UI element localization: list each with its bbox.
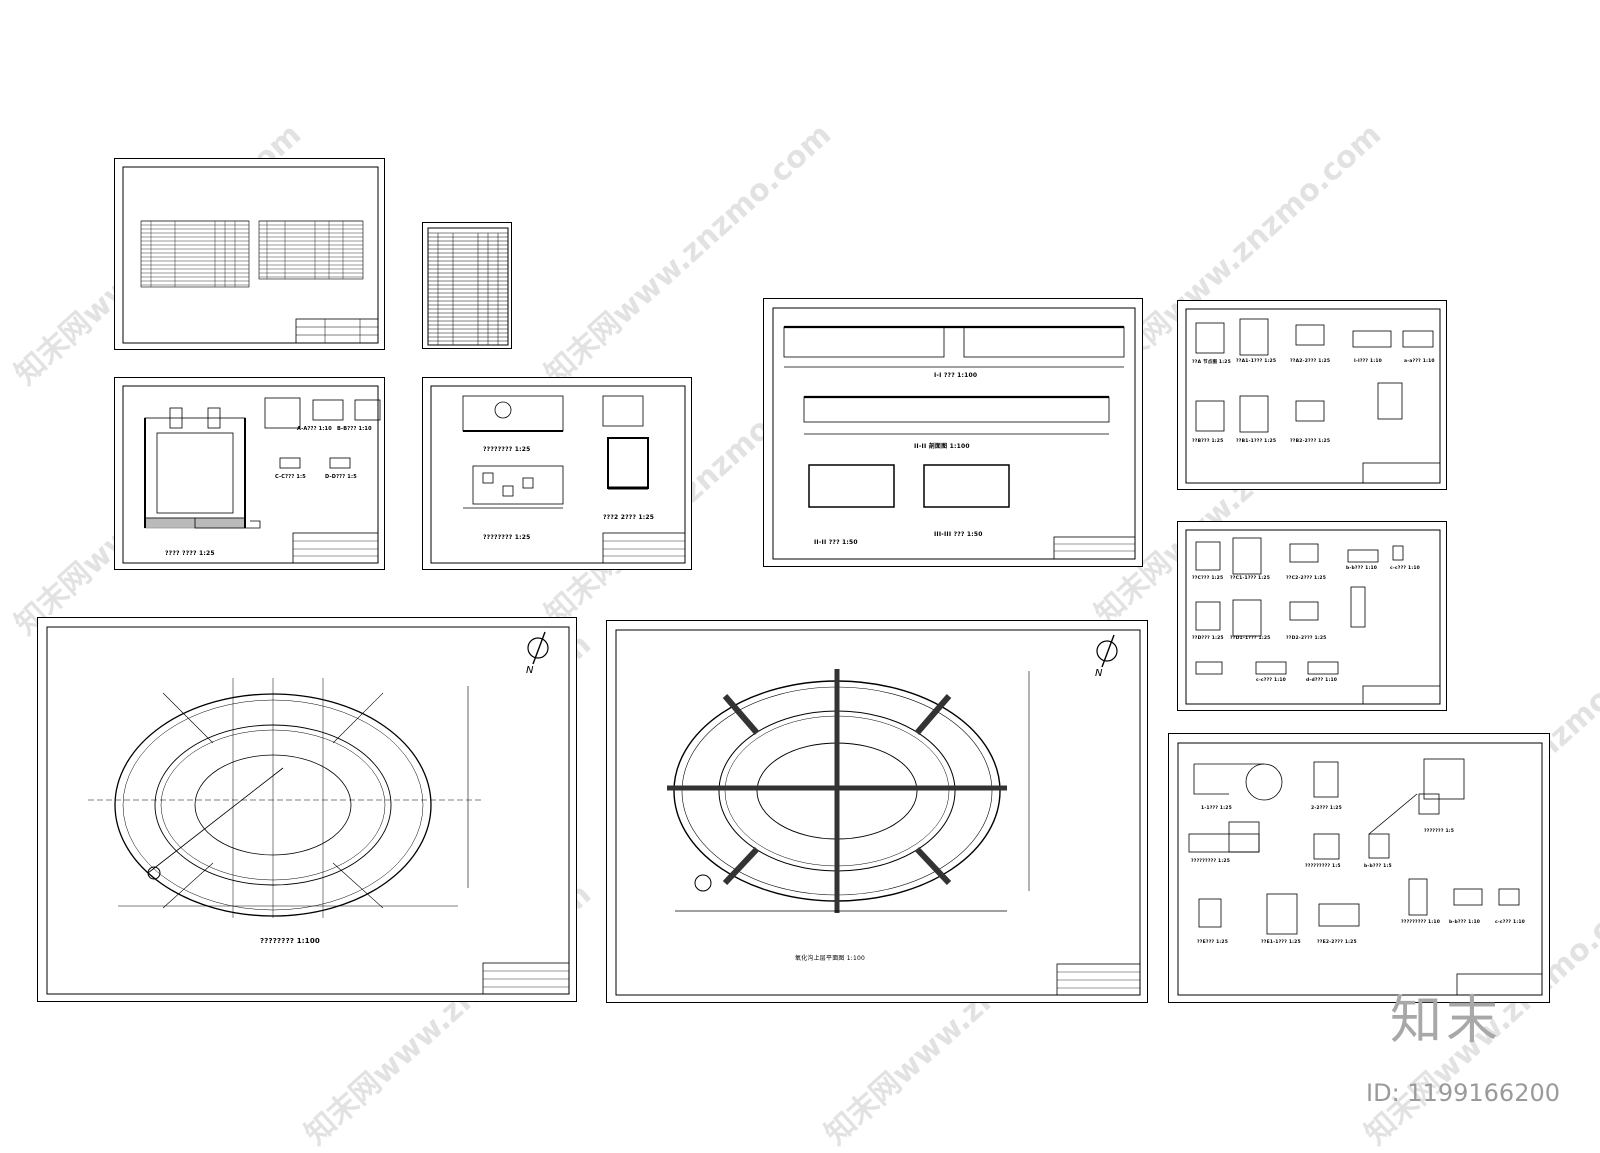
drawing-sheet-node-details-b[interactable]: ??C??? 1:25 ??C1-1??? 1:25 ??C2-2??? 1:2… xyxy=(1177,521,1447,711)
view-caption: ??A1-1??? 1:25 xyxy=(1236,359,1277,364)
lower-plan-drawing xyxy=(46,626,570,995)
view-caption: ??B??? 1:25 xyxy=(1192,439,1224,444)
view-caption: II-II ??? 1:50 xyxy=(814,539,858,546)
index-table-drawing xyxy=(122,166,379,344)
view-caption: ??B2-2??? 1:25 xyxy=(1290,439,1331,444)
view-caption: ????????? 1:10 xyxy=(1401,920,1441,925)
view-caption: ???????? 1:25 xyxy=(483,534,531,541)
view-caption: b-b??? 1:5 xyxy=(1364,864,1392,869)
well-detail-drawing xyxy=(122,385,381,564)
view-caption: c-c??? 1:10 xyxy=(1256,678,1286,683)
view-caption: ????????? 1:25 xyxy=(1191,859,1231,864)
view-caption: a-a??? 1:10 xyxy=(1404,359,1435,364)
list-table-drawing xyxy=(427,227,509,346)
view-caption: ??C??? 1:25 xyxy=(1192,576,1224,581)
section-caption: B-B??? 1:10 xyxy=(337,426,372,432)
channel-detail-drawing xyxy=(430,385,686,564)
view-caption: 氧化沟上层平面图 1:100 xyxy=(795,955,865,962)
view-caption: ????????? 1:5 xyxy=(1305,864,1341,869)
view-caption: ??E??? 1:25 xyxy=(1197,940,1229,945)
view-caption: ??A2-2??? 1:25 xyxy=(1290,359,1331,364)
north-arrow-label: N xyxy=(526,665,534,676)
view-caption: 2-2??? 1:25 xyxy=(1311,806,1342,811)
drawing-sheet-index[interactable] xyxy=(114,158,385,350)
image-id: ID: 1199166200 xyxy=(1366,1079,1560,1107)
sections-drawing xyxy=(772,307,1136,560)
view-caption: I-I ??? 1:100 xyxy=(934,372,978,379)
section-caption: C-C??? 1:5 xyxy=(275,474,306,480)
view-caption: ??E1-1??? 1:25 xyxy=(1261,940,1301,945)
view-caption: 1-1??? 1:25 xyxy=(1201,806,1232,811)
view-caption: ???2 2??? 1:25 xyxy=(603,514,655,521)
drawing-sheet-oxidation-ditch-upper-plan[interactable]: 氧化沟上层平面图 1:100 N xyxy=(606,620,1148,1003)
drawing-sheet-well-detail[interactable]: ???? ???? 1:25 A-A??? 1:10 B-B??? 1:10 C… xyxy=(114,377,385,570)
view-caption: ???? ???? 1:25 xyxy=(165,550,215,557)
view-caption: ??D2-2??? 1:25 xyxy=(1286,636,1327,641)
section-caption: A-A??? 1:10 xyxy=(297,426,332,432)
node-details-a-drawing xyxy=(1185,308,1441,484)
view-caption: ??E2-2??? 1:25 xyxy=(1317,940,1357,945)
view-caption: b-b??? 1:10 xyxy=(1346,566,1378,571)
view-caption: c-c??? 1:10 xyxy=(1495,920,1525,925)
drawing-sheet-node-details-a[interactable]: ??A 节点图 1:25 ??A1-1??? 1:25 ??A2-2??? 1:… xyxy=(1177,300,1447,490)
view-caption: ??D??? 1:25 xyxy=(1192,636,1224,641)
misc-details-drawing xyxy=(1177,742,1543,996)
view-caption: I-I??? 1:10 xyxy=(1354,359,1383,364)
view-caption: ??C2-2??? 1:25 xyxy=(1286,576,1327,581)
view-caption: ??C1-1??? 1:25 xyxy=(1230,576,1271,581)
view-caption: III-III ??? 1:50 xyxy=(934,531,983,538)
view-caption: ???????? 1:25 xyxy=(483,446,531,453)
north-arrow-label: N xyxy=(1095,668,1103,679)
brand-logo: 知末 xyxy=(1389,991,1502,1051)
drawing-sheet-sections[interactable]: I-I ??? 1:100 II-II 剖面图 1:100 II-II ??? … xyxy=(763,298,1143,567)
view-caption: ??D1-1??? 1:25 xyxy=(1230,636,1271,641)
view-caption: ??????? 1:5 xyxy=(1424,829,1455,834)
drawing-sheet-channel-detail[interactable]: ???????? 1:25 ???????? 1:25 ???2 2??? 1:… xyxy=(422,377,692,570)
view-caption: c-c??? 1:10 xyxy=(1390,566,1420,571)
section-caption: D-D??? 1:5 xyxy=(325,474,357,480)
view-caption: b-b??? 1:10 xyxy=(1449,920,1481,925)
drawing-sheet-oxidation-ditch-lower-plan[interactable]: ???????? 1:100 N xyxy=(37,617,577,1002)
view-caption: II-II 剖面图 1:100 xyxy=(914,443,970,450)
upper-plan-drawing xyxy=(615,629,1141,996)
view-caption: ???????? 1:100 xyxy=(260,937,321,945)
drawing-sheet-list[interactable] xyxy=(422,222,512,349)
node-details-b-drawing xyxy=(1185,529,1441,705)
drawing-sheet-misc-details[interactable]: 1-1??? 1:25 2-2??? 1:25 ??????? 1:5 ????… xyxy=(1168,733,1550,1003)
view-caption: d-d??? 1:10 xyxy=(1306,678,1338,683)
view-caption: ??A 节点图 1:25 xyxy=(1192,360,1231,365)
view-caption: ??B1-1??? 1:25 xyxy=(1236,439,1277,444)
